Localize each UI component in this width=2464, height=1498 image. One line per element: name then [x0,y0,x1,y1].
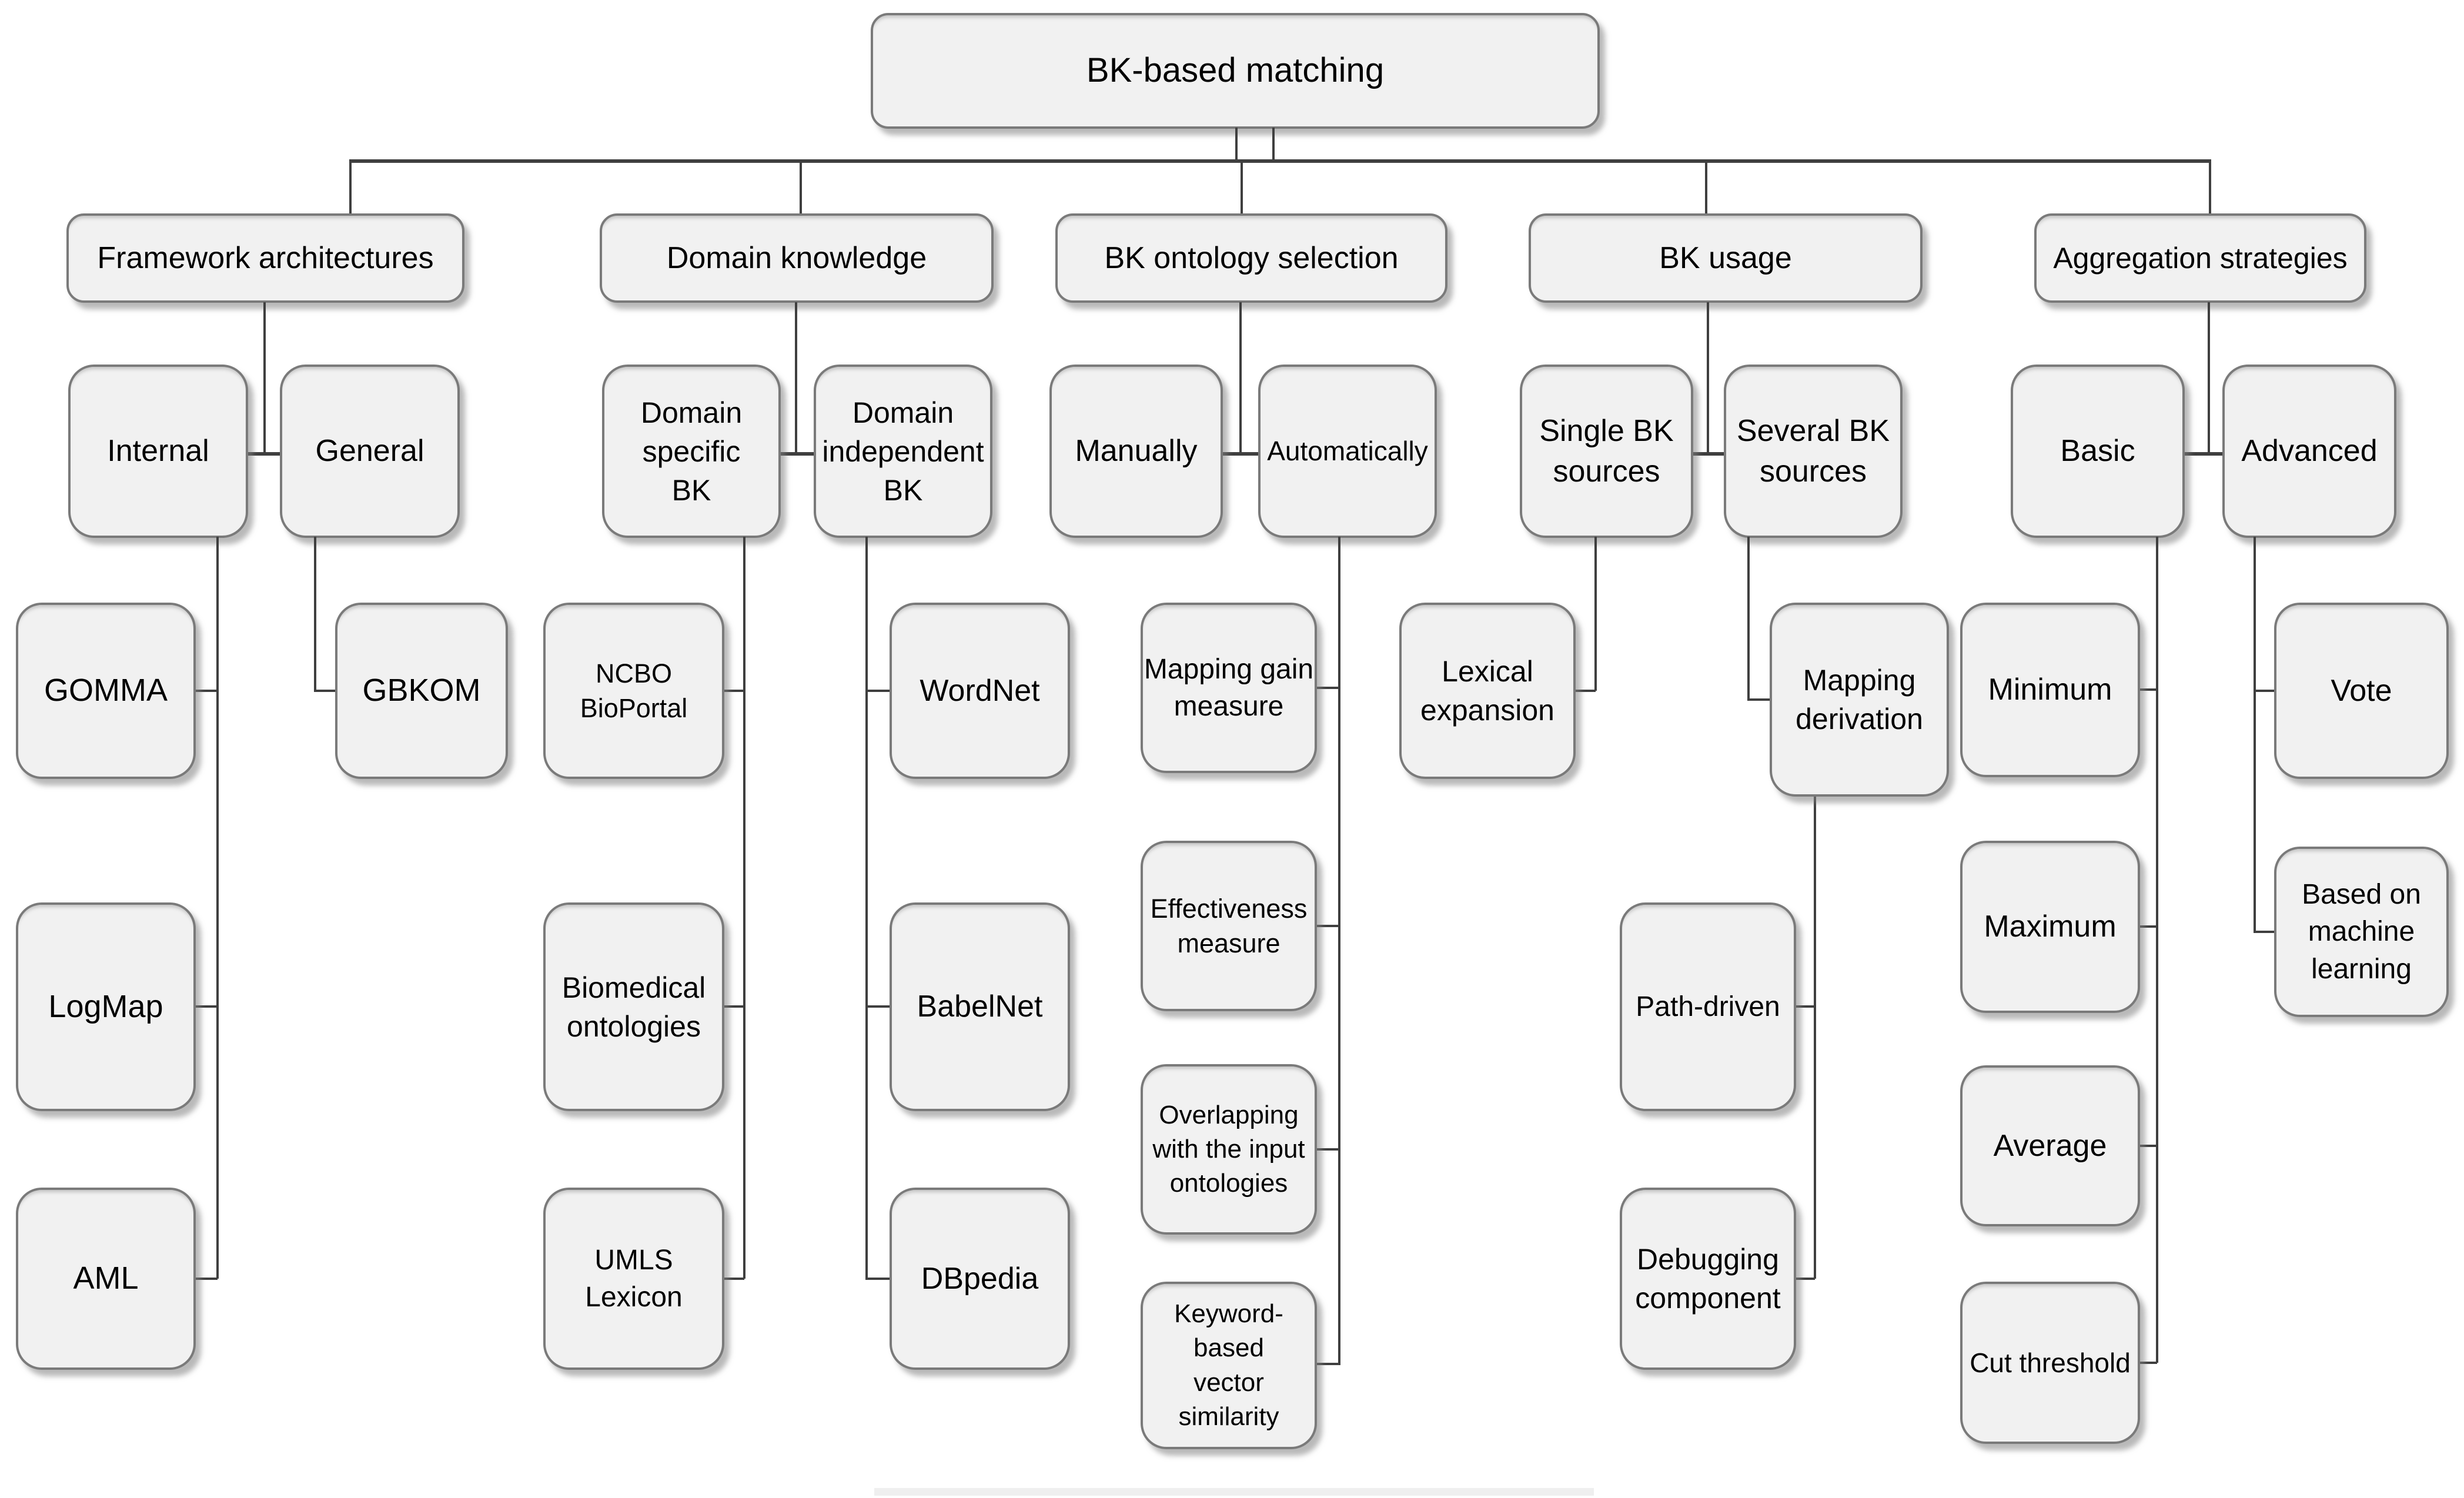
node-debugging-component: Debugging component [1620,1188,1796,1370]
node-path-driven: Path-driven [1620,902,1796,1111]
node-mapping-gain-measure: Mapping gain measure [1141,603,1317,773]
connector-elbow-gomma [196,690,218,692]
connector-elbow-keyword-based [1317,1363,1339,1365]
node-minimum: Minimum [1960,603,2140,777]
connector-bk-ontology-stem [1239,302,1242,454]
connector-basic-children-stem [2156,537,2158,1363]
connector-internal-general-tie [248,452,282,456]
page-footer-band [874,1488,1594,1496]
connector-elbow-vote [2254,690,2275,692]
node-average: Average [1960,1065,2140,1226]
connector-drop-aggregation [2209,159,2211,215]
connector-elbow-aml [196,1278,218,1280]
connector-framework-stem [263,302,266,454]
connector-automatically-children-stem [1338,537,1340,1365]
node-single-bk-sources: Single BK sources [1520,365,1693,538]
connector-elbow-logmap [196,1005,218,1008]
connector-aggregation-stem [2208,302,2210,454]
node-bk-usage: BK usage [1529,213,1923,303]
connector-elbow-path-driven [1796,1005,1815,1008]
node-keyword-based-vector-similarity: Keyword-based vector similarity [1141,1282,1317,1449]
connector-elbow-maximum [2140,925,2157,928]
connector-drop-bk-usage [1705,159,1707,215]
connector-manually-automatically-tie [1223,452,1261,456]
connector-root-stem-2 [1272,128,1275,162]
node-gbkom: GBKOM [335,603,508,779]
node-framework-architectures: Framework architectures [66,213,464,303]
connector-elbow-biomedical-ontologies [724,1005,744,1008]
connector-single-several-tie [1691,452,1726,456]
node-maximum: Maximum [1960,841,2140,1013]
node-dbpedia: DBpedia [890,1188,1070,1370]
connector-elbow-gbkom [314,690,337,692]
node-several-bk-sources: Several BK sources [1724,365,1903,538]
connector-mapping-derivation-children-stem [1814,797,1816,1279]
connector-internal-children-stem [216,537,219,1279]
node-logmap: LogMap [16,902,196,1111]
connector-elbow-babelnet [865,1005,891,1008]
node-domain-knowledge: Domain knowledge [600,213,994,303]
connector-level1-bus [349,159,2211,163]
node-overlapping-input-ontologies: Overlapping with the input ontologies [1141,1064,1317,1235]
node-effectiveness-measure: Effectiveness measure [1141,841,1317,1011]
node-aml: AML [16,1188,196,1370]
connector-elbow-debugging-component [1796,1278,1815,1280]
node-based-on-machine-learning: Based on machine learning [2274,847,2449,1017]
connector-drop-domain-knowledge [800,159,802,215]
node-manually: Manually [1049,365,1223,538]
connector-elbow-lexical-expansion [1576,690,1596,692]
connector-domain-pair-tie [781,452,816,456]
node-lexical-expansion: Lexical expansion [1399,603,1576,779]
connector-elbow-mapping-gain [1317,687,1339,689]
node-wordnet: WordNet [890,603,1070,779]
node-gomma: GOMMA [16,603,196,779]
connector-elbow-ncbo-bioportal [724,690,744,692]
connector-single-bk-children-stem [1594,537,1597,691]
connector-elbow-average [2140,1145,2157,1147]
node-mapping-derivation: Mapping derivation [1770,603,1949,797]
node-domain-specific-bk: Domain specific BK [602,365,781,538]
connector-several-bk-children-stem [1747,537,1750,700]
node-babelnet: BabelNet [890,902,1070,1111]
connector-elbow-umls-lexicon [724,1278,744,1280]
connector-advanced-children-stem [2254,537,2256,932]
node-cut-threshold: Cut threshold [1960,1282,2140,1444]
node-bk-ontology-selection: BK ontology selection [1055,213,1447,303]
connector-elbow-based-on-ml [2254,931,2275,933]
connector-elbow-cut-threshold [2140,1362,2157,1364]
connector-bk-usage-stem [1707,302,1709,454]
connector-domain-knowledge-stem [795,302,797,454]
node-biomedical-ontologies: Biomedical ontologies [543,902,724,1111]
connector-drop-framework [349,159,352,215]
node-basic: Basic [2011,365,2185,538]
connector-general-children-stem [314,537,316,691]
connector-elbow-mapping-derivation [1747,698,1771,701]
connector-root-stem [1235,128,1238,162]
connector-elbow-effectiveness [1317,925,1339,927]
connector-domain-specific-children-stem [743,537,745,1279]
connector-drop-bk-ontology [1241,159,1243,215]
node-aggregation-strategies: Aggregation strategies [2034,213,2366,303]
connector-elbow-wordnet [865,690,891,692]
node-domain-independent-bk: Domain independent BK [814,365,992,538]
node-vote: Vote [2274,603,2449,779]
node-general: General [280,365,460,538]
connector-domain-independent-children-stem [865,537,868,1279]
connector-elbow-overlapping [1317,1148,1339,1151]
node-advanced: Advanced [2222,365,2396,538]
node-internal: Internal [68,365,248,538]
connector-basic-advanced-tie [2185,452,2225,456]
node-automatically: Automatically [1258,365,1437,538]
connector-elbow-dbpedia [865,1278,891,1280]
node-ncbo-bioportal: NCBO BioPortal [543,603,724,779]
connector-elbow-minimum [2140,688,2157,691]
node-umls-lexicon: UMLS Lexicon [543,1188,724,1370]
node-bk-based-matching: BK-based matching [871,13,1600,129]
